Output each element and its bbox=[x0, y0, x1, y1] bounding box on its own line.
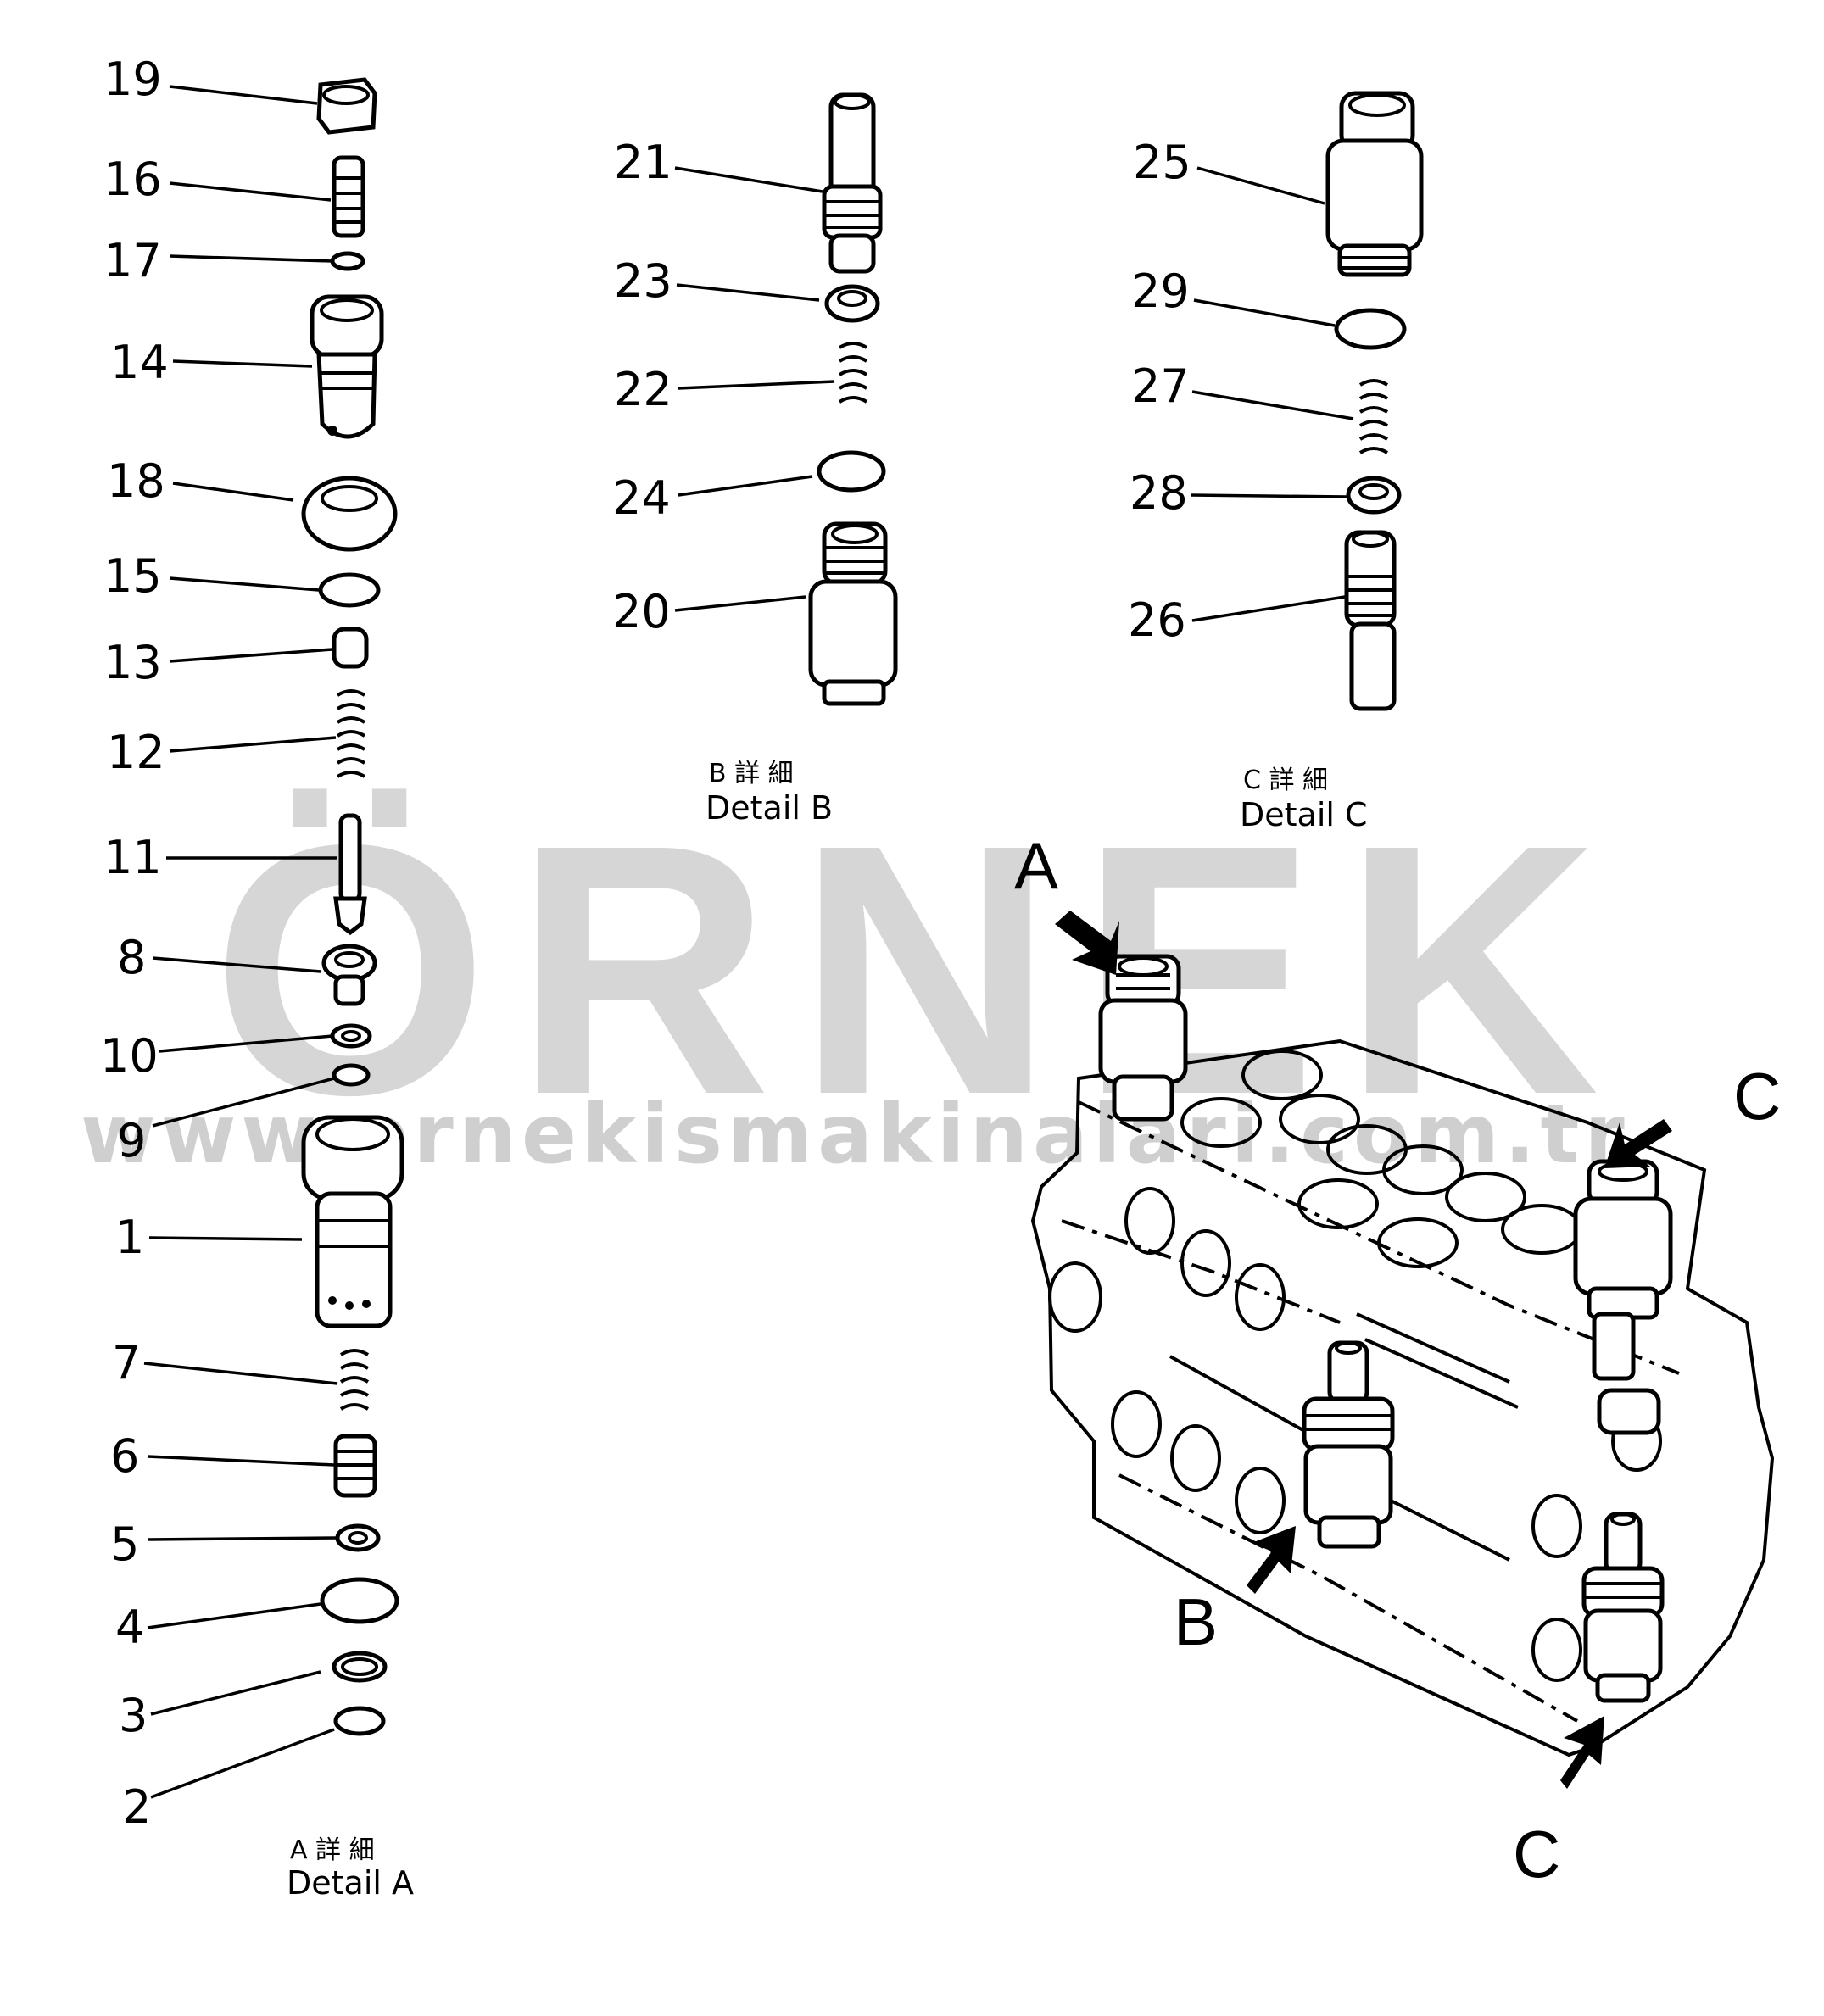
part-11-poppet bbox=[333, 813, 367, 936]
part-2-oring bbox=[333, 1706, 386, 1736]
detail-c-title-jp: C 詳 細 bbox=[1243, 766, 1328, 795]
callout-1: 1 bbox=[115, 1211, 144, 1264]
part-28-ring bbox=[1346, 476, 1402, 515]
callout-21: 21 bbox=[614, 136, 672, 189]
callout-19: 19 bbox=[103, 53, 162, 106]
part-21-stem bbox=[822, 92, 883, 274]
view-markers: A B C C bbox=[1014, 828, 1781, 1891]
part-4-oring bbox=[320, 1577, 399, 1624]
view-marker-c-bottom: C bbox=[1513, 1817, 1560, 1891]
detail-a-callouts: 19 16 17 14 18 15 13 12 11 8 10 9 1 7 6 … bbox=[100, 53, 338, 1834]
callout-10: 10 bbox=[100, 1029, 159, 1083]
part-14-plug bbox=[310, 294, 384, 439]
part-15-oring bbox=[318, 572, 381, 608]
callout-6: 6 bbox=[110, 1429, 139, 1483]
callout-9: 9 bbox=[117, 1114, 146, 1167]
callout-23: 23 bbox=[614, 254, 672, 308]
callout-20: 20 bbox=[612, 585, 671, 638]
callout-12: 12 bbox=[107, 726, 165, 779]
callout-5: 5 bbox=[110, 1518, 139, 1571]
valve-c-bottom bbox=[1581, 1512, 1665, 1703]
detail-a-title-jp: A 詳 細 bbox=[290, 1835, 375, 1865]
detail-c-title: Detail C bbox=[1240, 796, 1368, 833]
part-9-oring bbox=[332, 1063, 371, 1087]
part-17-oring bbox=[330, 251, 365, 271]
callout-26: 26 bbox=[1128, 593, 1186, 647]
valve-block-assembly bbox=[1030, 954, 1775, 1757]
part-6-sleeve bbox=[333, 1434, 377, 1498]
callout-11: 11 bbox=[103, 831, 162, 884]
arrow-c-bottom-icon bbox=[1560, 1716, 1604, 1789]
part-19-nut bbox=[316, 77, 377, 135]
detail-a-parts bbox=[301, 77, 404, 1736]
detail-c-parts bbox=[1325, 91, 1424, 711]
callout-17: 17 bbox=[103, 234, 162, 287]
part-22-spring bbox=[838, 342, 868, 404]
part-27-spring bbox=[1358, 379, 1389, 454]
valve-c-top bbox=[1573, 1159, 1673, 1435]
view-marker-a: A bbox=[1014, 828, 1058, 903]
part-20-plug bbox=[808, 521, 898, 706]
part-18-nut bbox=[301, 476, 398, 552]
callout-7: 7 bbox=[112, 1336, 141, 1389]
callout-24: 24 bbox=[612, 471, 671, 525]
part-5-ring bbox=[335, 1523, 381, 1552]
part-7-spring bbox=[339, 1349, 370, 1411]
callout-22: 22 bbox=[614, 363, 672, 416]
part-10-ring bbox=[330, 1023, 372, 1049]
callout-8: 8 bbox=[117, 931, 146, 984]
callout-29: 29 bbox=[1131, 265, 1190, 318]
part-29-oring bbox=[1334, 308, 1407, 350]
part-12-spring bbox=[336, 689, 366, 778]
part-16-screw bbox=[332, 155, 365, 238]
relief-valve-a bbox=[1098, 954, 1188, 1122]
part-23-ring bbox=[824, 284, 880, 323]
valve-b bbox=[1302, 1340, 1395, 1549]
part-24-oring bbox=[817, 450, 886, 493]
part-3-backup-ring bbox=[332, 1651, 388, 1683]
detail-c-callouts: 25 29 27 28 26 bbox=[1128, 136, 1354, 647]
callout-14: 14 bbox=[110, 336, 169, 389]
callout-25: 25 bbox=[1133, 136, 1191, 189]
part-25-plug bbox=[1325, 91, 1424, 277]
view-marker-c-top: C bbox=[1733, 1059, 1781, 1133]
detail-b-parts bbox=[808, 92, 898, 706]
callout-13: 13 bbox=[103, 636, 162, 689]
arrow-b-icon bbox=[1247, 1526, 1296, 1594]
callout-3: 3 bbox=[119, 1689, 148, 1742]
callout-27: 27 bbox=[1131, 359, 1190, 413]
callout-16: 16 bbox=[103, 153, 162, 206]
part-26-stem bbox=[1344, 530, 1397, 711]
callout-2: 2 bbox=[122, 1780, 151, 1834]
watermark-logo: ÖRNEK bbox=[211, 771, 1626, 1169]
part-1-valve-body bbox=[301, 1115, 404, 1328]
part-13-cap bbox=[332, 627, 369, 669]
view-marker-b: B bbox=[1174, 1584, 1218, 1659]
detail-a-title: Detail A bbox=[287, 1864, 414, 1902]
callout-28: 28 bbox=[1130, 466, 1188, 520]
part-8-seat bbox=[321, 944, 377, 1006]
arrow-a-icon bbox=[1055, 911, 1119, 975]
detail-b-callouts: 21 23 22 24 20 bbox=[612, 136, 835, 638]
callout-18: 18 bbox=[107, 454, 165, 508]
callout-15: 15 bbox=[103, 549, 162, 603]
callout-4: 4 bbox=[115, 1601, 144, 1654]
detail-b-title: Detail B bbox=[706, 789, 833, 827]
arrow-c-top-icon bbox=[1604, 1119, 1672, 1168]
detail-b-title-jp: B 詳 細 bbox=[709, 759, 794, 788]
